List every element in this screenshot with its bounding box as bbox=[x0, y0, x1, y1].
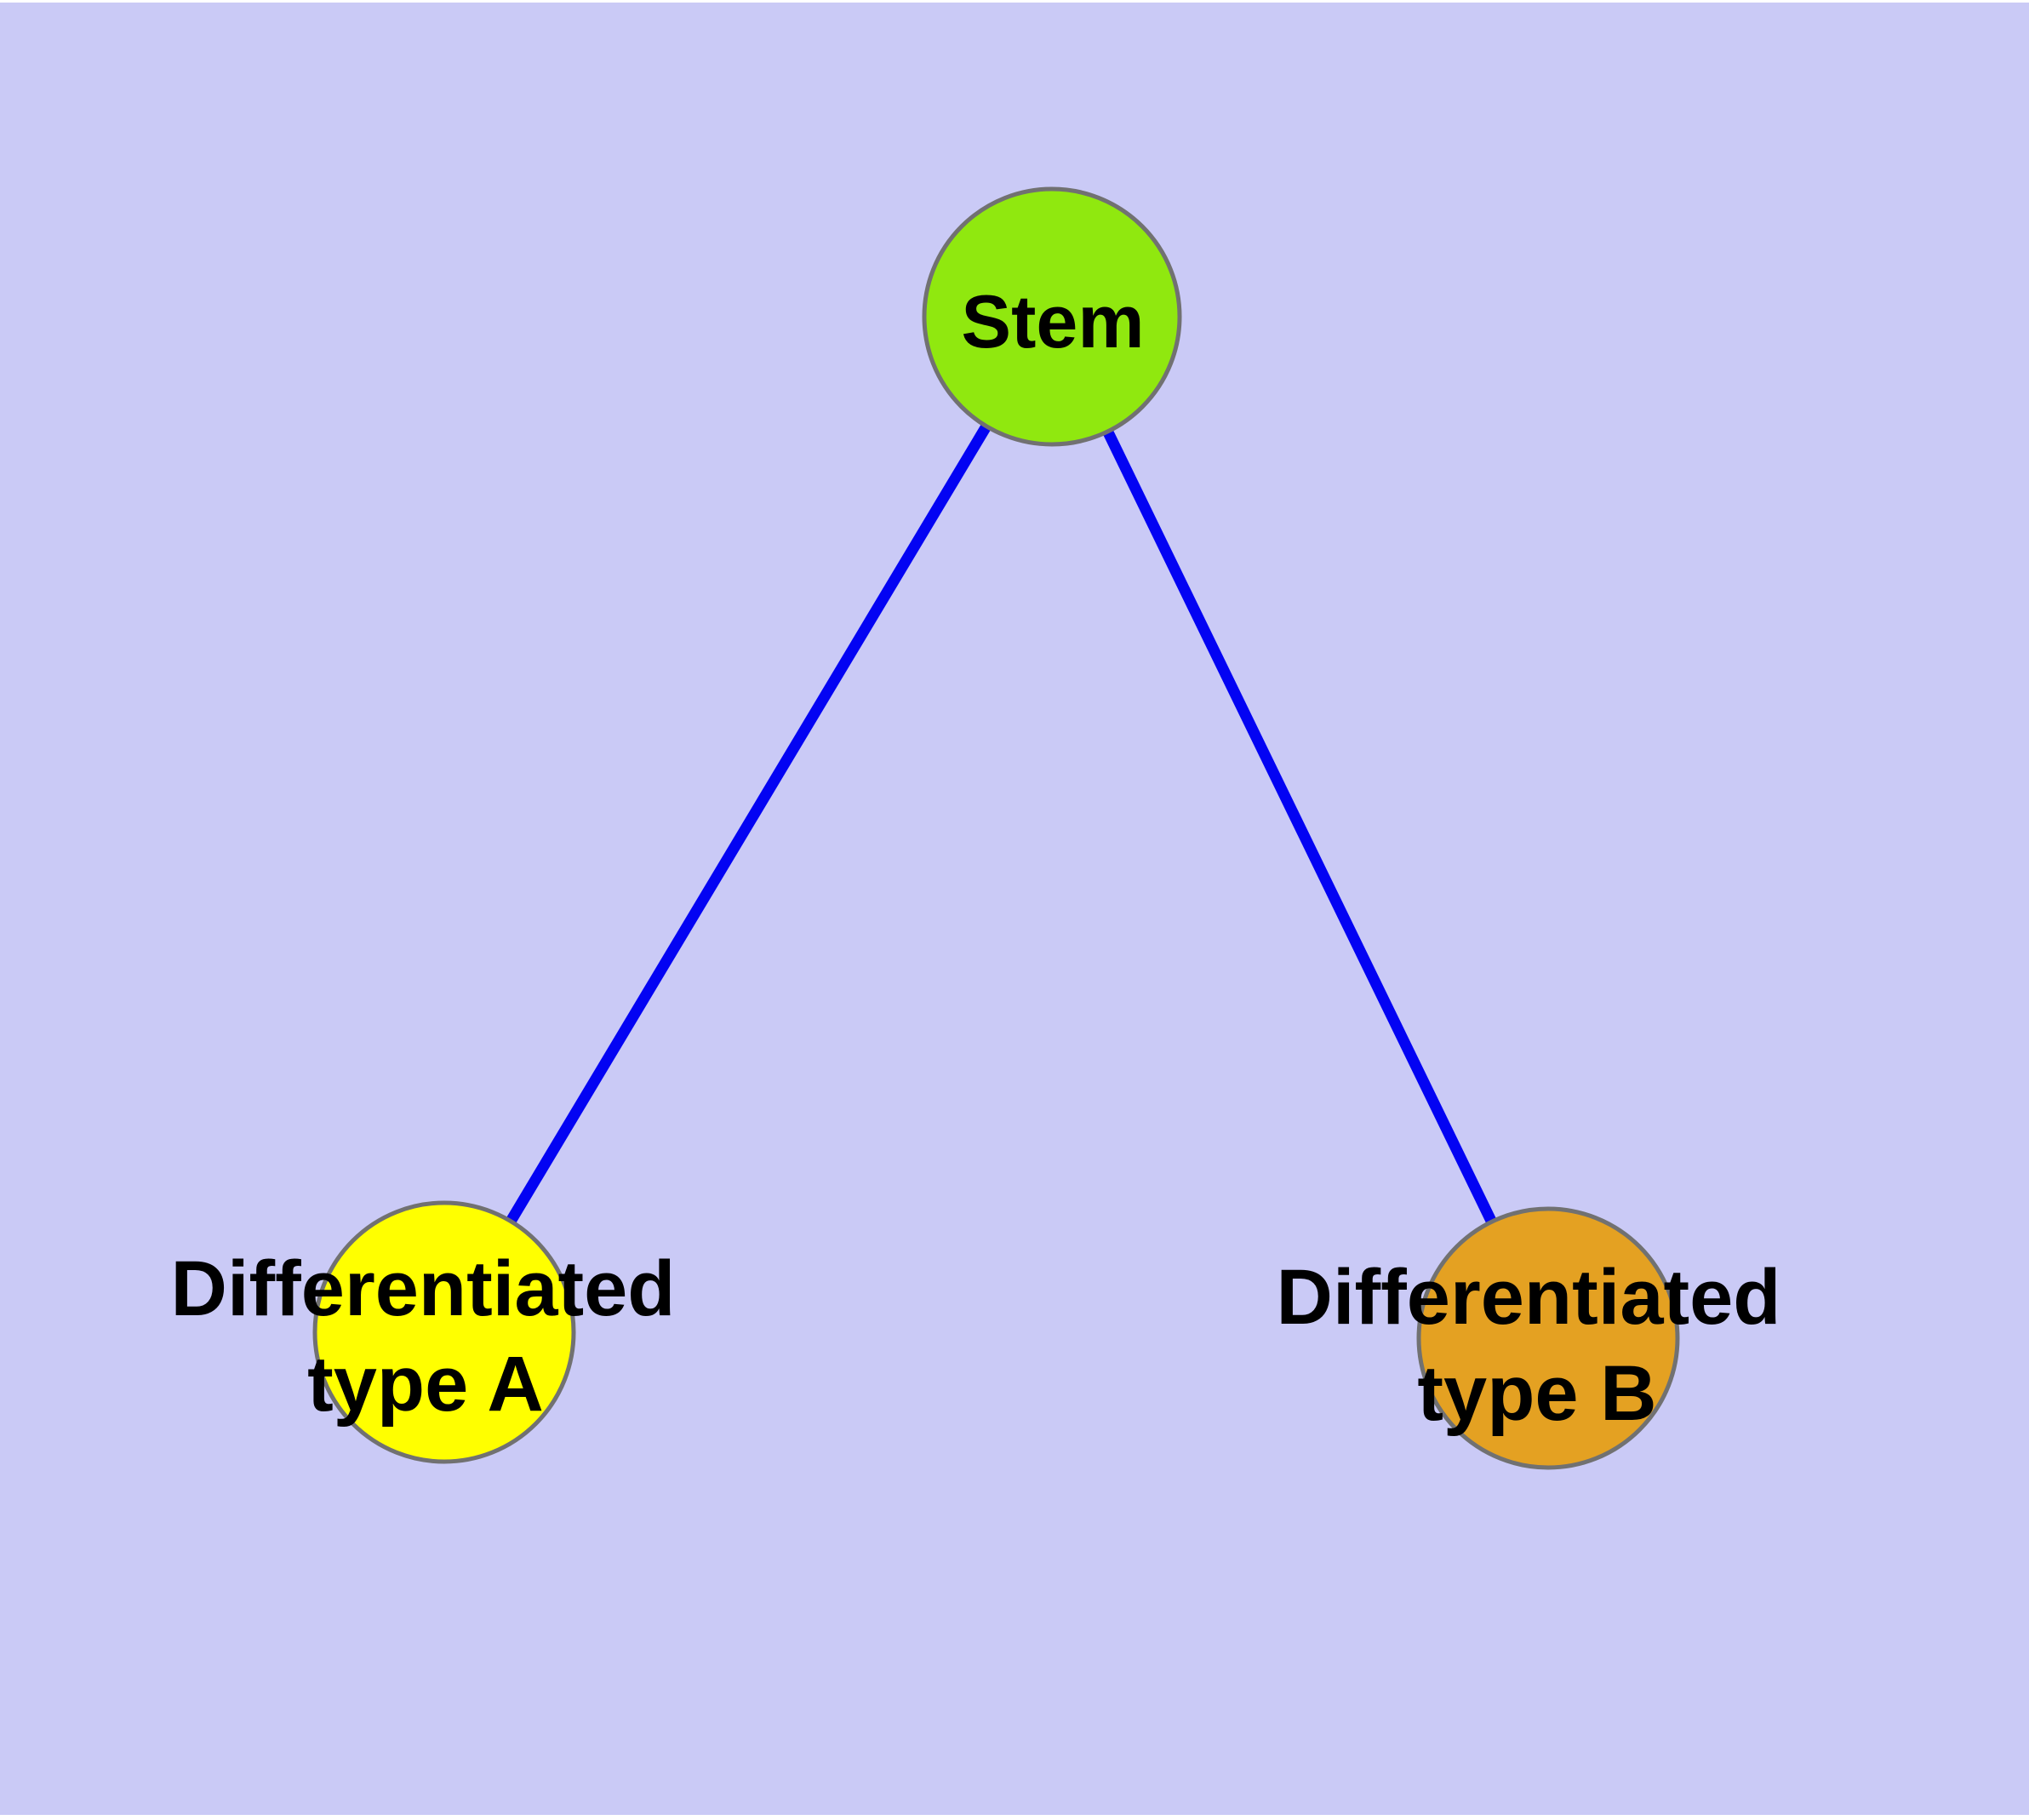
node-type-a-label-line2: type A bbox=[307, 1341, 544, 1428]
node-type-a-label-line1: Differentiated bbox=[171, 1245, 676, 1332]
node-stem-circle bbox=[922, 186, 1182, 447]
edge-stem-to-type-a bbox=[439, 313, 1057, 1336]
node-type-b-label-line2: type B bbox=[1417, 1350, 1656, 1437]
node-stem-label: Stem bbox=[961, 279, 1144, 363]
edge-stem-to-type-b bbox=[1047, 314, 1553, 1341]
node-type-b-circle bbox=[1416, 1206, 1680, 1470]
node-type-a-circle bbox=[312, 1200, 576, 1464]
node-type-b-label-line1: Differentiated bbox=[1277, 1254, 1781, 1341]
